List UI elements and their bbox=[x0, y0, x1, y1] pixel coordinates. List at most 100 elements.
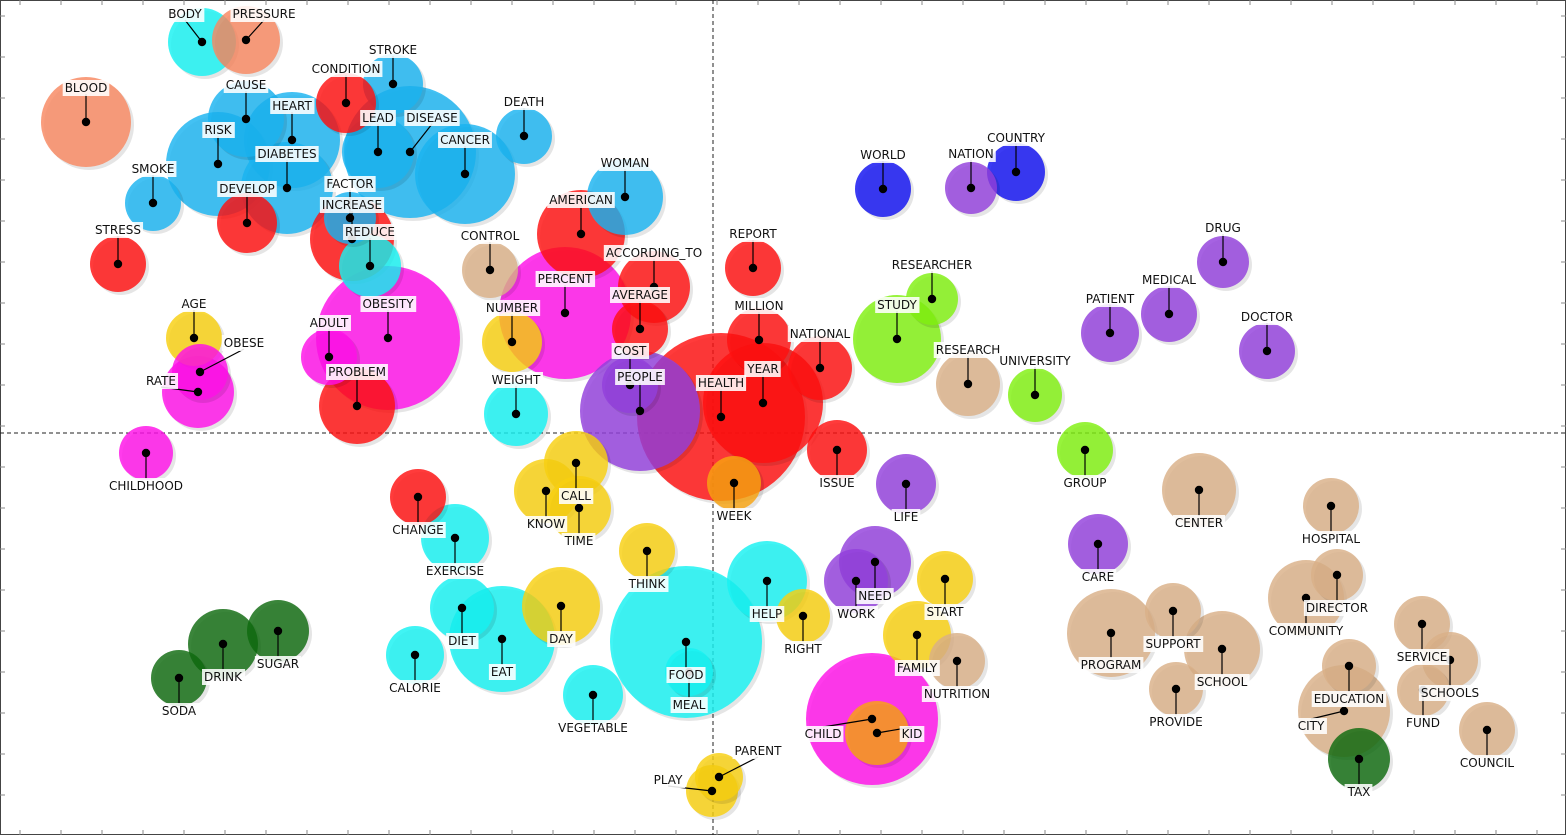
label-rate: RATE bbox=[146, 374, 176, 388]
point-drink bbox=[218, 639, 228, 649]
label-background bbox=[1143, 636, 1204, 652]
label-background bbox=[307, 315, 351, 331]
label-smoke: SMOKE bbox=[132, 162, 175, 176]
point-vegetable bbox=[588, 690, 598, 700]
label-background bbox=[894, 660, 940, 676]
leader-pressure bbox=[245, 19, 265, 41]
point-weight bbox=[511, 409, 521, 419]
label-background bbox=[326, 364, 388, 380]
label-woman: WOMAN bbox=[601, 156, 650, 170]
label-cause: CAUSE bbox=[226, 78, 267, 92]
label-background bbox=[727, 226, 780, 242]
label-background bbox=[666, 667, 706, 683]
label-report: REPORT bbox=[729, 227, 777, 241]
label-cost: COST bbox=[614, 344, 647, 358]
label-condition: CONDITION bbox=[312, 62, 381, 76]
label-body: BODY bbox=[168, 7, 202, 21]
label-age: AGE bbox=[182, 297, 207, 311]
label-background bbox=[202, 669, 246, 685]
label-background bbox=[1083, 291, 1137, 307]
label-background bbox=[1311, 691, 1387, 707]
point-year bbox=[758, 398, 768, 408]
label-background bbox=[598, 155, 652, 171]
label-background bbox=[1457, 755, 1517, 771]
label-background bbox=[217, 181, 277, 197]
label-increase: INCREASE bbox=[322, 198, 382, 212]
label-background bbox=[695, 375, 747, 391]
point-time bbox=[574, 503, 584, 513]
label-call: CALL bbox=[561, 489, 591, 503]
leader-child bbox=[822, 718, 873, 728]
label-background bbox=[1344, 784, 1373, 800]
leader-city bbox=[1310, 710, 1345, 720]
point-woman bbox=[620, 192, 630, 202]
point-stress bbox=[113, 259, 123, 269]
label-american: AMERICAN bbox=[549, 193, 613, 207]
point-eat bbox=[497, 634, 507, 644]
point-tax bbox=[1354, 754, 1364, 764]
label-drug: DRUG bbox=[1205, 221, 1241, 235]
label-drink: DRINK bbox=[204, 670, 243, 684]
label-community: COMMUNITY bbox=[1269, 624, 1344, 638]
label-need: NEED bbox=[858, 589, 891, 603]
label-background bbox=[404, 110, 460, 126]
label-weight: WEIGHT bbox=[492, 373, 541, 387]
point-factor bbox=[345, 213, 355, 223]
point-medical bbox=[1164, 309, 1174, 319]
label-background bbox=[1203, 220, 1243, 236]
label-know: KNOW bbox=[527, 517, 565, 531]
point-country bbox=[1011, 167, 1021, 177]
label-university: UNIVERSITY bbox=[999, 354, 1071, 368]
label-background bbox=[921, 686, 993, 702]
leader-parent bbox=[718, 756, 759, 778]
label-reduce: REDUCE bbox=[345, 225, 395, 239]
label-education: EDUCATION bbox=[1314, 692, 1385, 706]
point-day bbox=[556, 601, 566, 611]
point-research bbox=[963, 379, 973, 389]
point-adult bbox=[324, 352, 334, 362]
label-background bbox=[230, 6, 298, 22]
point-think bbox=[642, 546, 652, 556]
label-researcher: RESEARCHER bbox=[892, 258, 972, 272]
point-study bbox=[892, 334, 902, 344]
label-meal: MEAL bbox=[673, 698, 706, 712]
label-background bbox=[744, 361, 781, 377]
label-obese: OBESE bbox=[224, 336, 264, 350]
label-background bbox=[889, 257, 975, 273]
label-soda: SODA bbox=[162, 704, 197, 718]
label-background bbox=[670, 697, 708, 713]
label-background bbox=[489, 372, 543, 388]
label-background bbox=[1295, 718, 1327, 734]
label-background bbox=[556, 720, 630, 736]
label-people: PEOPLE bbox=[617, 370, 663, 384]
label-background bbox=[782, 641, 825, 657]
label-background bbox=[1418, 685, 1482, 701]
point-parent bbox=[714, 772, 724, 782]
leader-layer bbox=[81, 19, 1492, 796]
point-care bbox=[1093, 539, 1103, 549]
leader-body bbox=[184, 19, 203, 43]
point-hospital bbox=[1326, 501, 1336, 511]
point-percent bbox=[560, 308, 570, 318]
label-provide: PROVIDE bbox=[1149, 715, 1202, 729]
label-develop: DEVELOP bbox=[219, 182, 275, 196]
point-blood bbox=[81, 117, 91, 127]
label-number: NUMBER bbox=[486, 301, 538, 315]
label-background bbox=[1147, 714, 1205, 730]
label-background bbox=[1194, 674, 1250, 690]
label-blood: BLOOD bbox=[65, 81, 108, 95]
point-kid bbox=[872, 728, 882, 738]
label-school: SCHOOL bbox=[1197, 675, 1248, 689]
label-kid: KID bbox=[902, 727, 923, 741]
label-group: GROUP bbox=[1063, 476, 1106, 490]
label-issue: ISSUE bbox=[819, 476, 854, 490]
leader-obese bbox=[199, 348, 245, 373]
label-background bbox=[1061, 475, 1109, 491]
point-patient bbox=[1105, 328, 1115, 338]
label-research: RESEARCH bbox=[936, 343, 1000, 357]
label-background bbox=[732, 298, 786, 314]
label-background bbox=[787, 326, 853, 342]
label-background bbox=[985, 130, 1048, 146]
point-calorie bbox=[410, 650, 420, 660]
